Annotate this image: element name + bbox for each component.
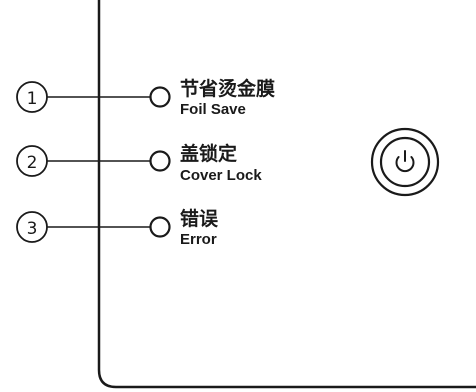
power-button-inner-ring[interactable] — [379, 136, 431, 188]
power-button-outer-ring[interactable] — [370, 127, 440, 197]
foil-save-label-cn: 节省烫金膜 — [180, 77, 275, 100]
panel-outline — [97, 0, 476, 389]
error-led — [149, 216, 171, 238]
callout-1-number: 1 — [27, 89, 38, 109]
foil-save-led — [149, 86, 171, 108]
foil-save-label-en: Foil Save — [180, 101, 246, 118]
error-label-en: Error — [180, 231, 217, 248]
indicator-foil-save: 1 节省烫金膜 Foil Save — [16, 77, 275, 118]
power-icon — [395, 150, 415, 173]
callout-3-number: 3 — [27, 219, 38, 239]
indicator-cover-lock: 2 盖锁定 Cover Lock — [16, 142, 262, 184]
cover-lock-label-en: Cover Lock — [180, 167, 262, 184]
cover-lock-label-cn: 盖锁定 — [180, 142, 237, 165]
error-label-cn: 错误 — [180, 207, 219, 230]
callout-2-number: 2 — [27, 153, 38, 173]
indicator-error: 3 错误 Error — [16, 207, 219, 248]
power-button[interactable] — [370, 127, 440, 197]
cover-lock-led — [149, 150, 171, 172]
